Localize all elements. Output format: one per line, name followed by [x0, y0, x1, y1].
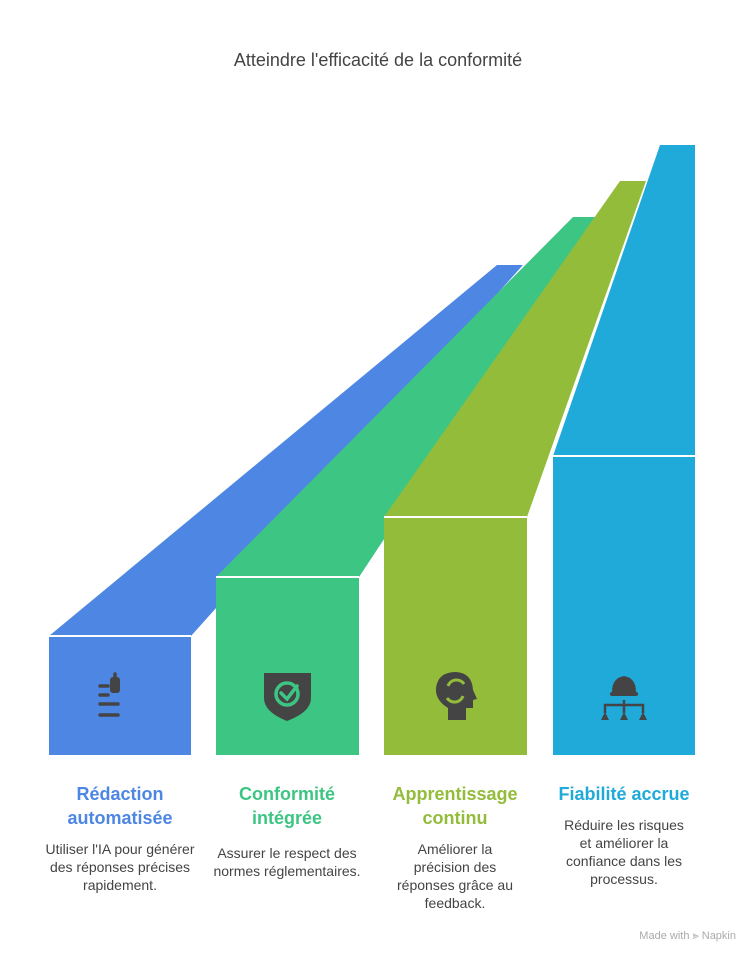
ribbon-1	[49, 265, 523, 636]
step-desc: Améliorer la précision des réponses grâc…	[397, 841, 513, 911]
ribbon-4	[553, 145, 695, 456]
bar-1	[49, 636, 191, 755]
step-title: Fiabilité accrue	[558, 784, 690, 804]
robot-text-icon	[98, 672, 120, 717]
step-4: Fiabilité accrue Réduire les risques et …	[539, 782, 709, 888]
step-2: Conformité intégrée Assurer le respect d…	[202, 782, 372, 880]
hardhat-hierarchy-icon	[601, 676, 647, 720]
step-desc: Utiliser l'IA pour générer des réponses …	[45, 841, 195, 893]
step-title: Conformité intégrée	[239, 784, 335, 828]
ribbon-3	[384, 181, 646, 517]
ribbon-2	[216, 217, 597, 577]
step-1: Rédaction automatisée Utiliser l'IA pour…	[35, 782, 205, 894]
step-desc: Assurer le respect des normes réglementa…	[213, 845, 361, 879]
napkin-watermark: Made with ⪢ Napkin	[639, 930, 736, 942]
step-title: Apprentissage continu	[392, 784, 518, 828]
diagram-title: Atteindre l'efficacité de la conformité	[233, 50, 523, 70]
step-3: Apprentissage continu Améliorer la préci…	[370, 782, 540, 912]
head-cycle-icon	[435, 672, 477, 720]
step-title: Rédaction automatisée	[67, 784, 173, 828]
step-desc: Réduire les risques et améliorer la conf…	[564, 817, 684, 887]
bar-2	[216, 577, 359, 755]
shield-check-icon	[264, 673, 311, 721]
